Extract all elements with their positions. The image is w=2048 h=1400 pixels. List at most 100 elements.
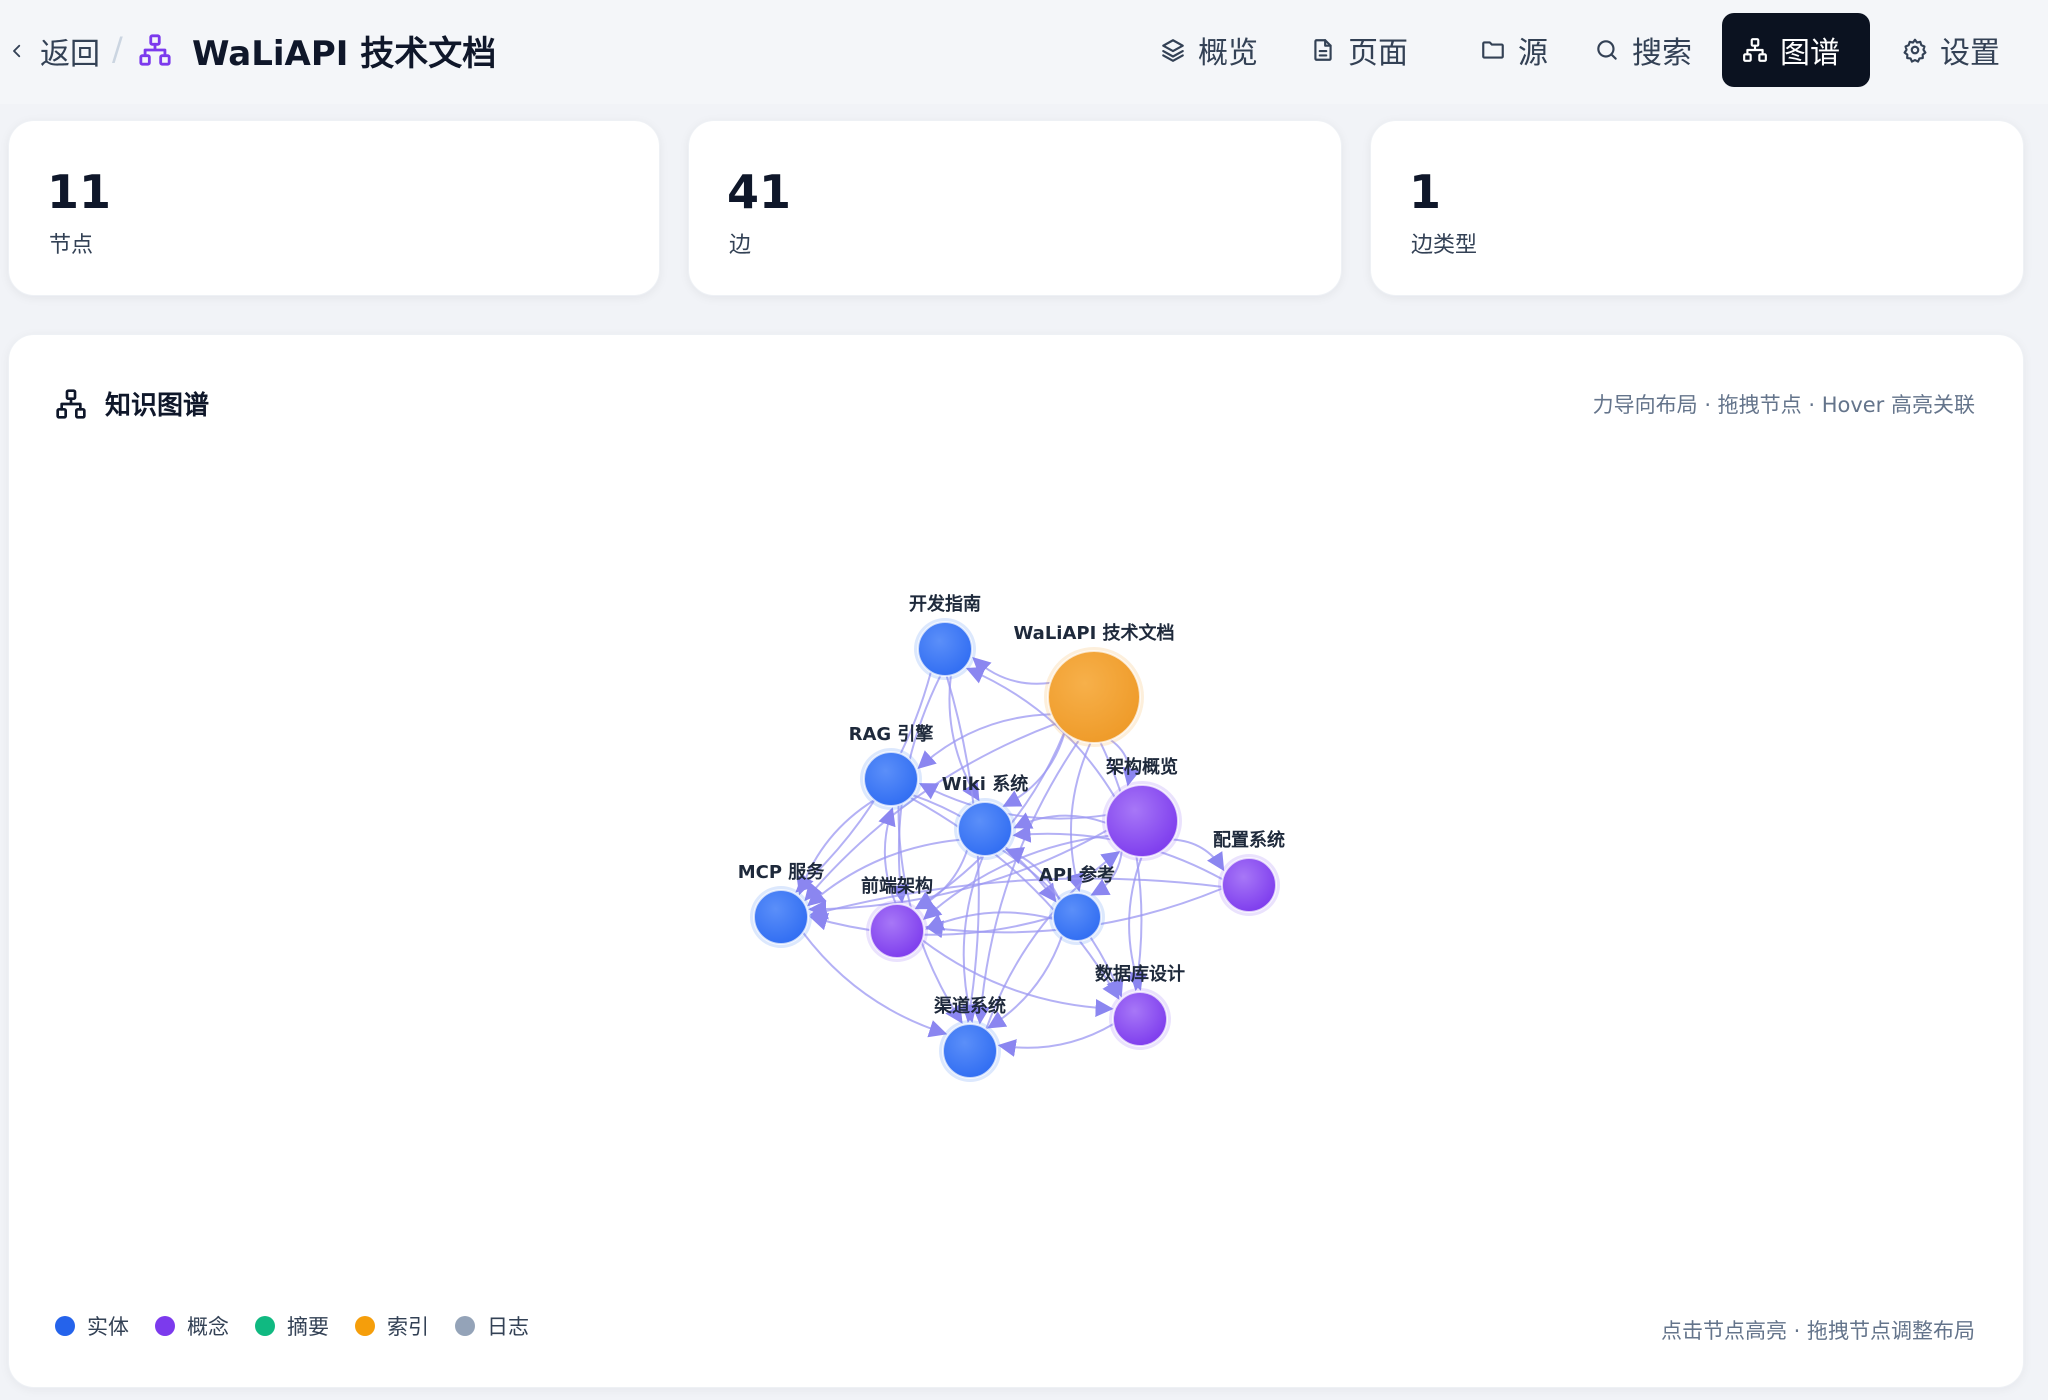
graph-edge	[972, 656, 1051, 685]
legend-item: 概念	[155, 1311, 229, 1341]
graph-node-rag[interactable]: RAG 引擎	[849, 723, 934, 810]
node-circle[interactable]	[1221, 857, 1277, 913]
node-label: 数据库设计	[1095, 963, 1185, 985]
legend-label: 日志	[487, 1315, 529, 1339]
tab-graph[interactable]: 图谱	[1722, 13, 1870, 87]
graph-edge	[1013, 812, 1107, 829]
legend-dot	[355, 1316, 375, 1336]
graph-node-jggl[interactable]: 架构概览	[1102, 756, 1182, 861]
stat-card-edges: 41 边	[688, 120, 1342, 296]
tab-sources[interactable]: 源	[1460, 13, 1568, 87]
graph-edge	[809, 877, 1223, 920]
node-label: 渠道系统	[934, 995, 1006, 1017]
graph-edge	[909, 796, 1120, 1000]
tab-graph-label: 图谱	[1780, 36, 1840, 71]
chevron-left-icon	[13, 44, 21, 58]
node-label: 配置系统	[1213, 829, 1285, 851]
top-bar: 返回 / WaLiAPI 技术文档 概览 页面 源 搜索 图谱	[0, 0, 2048, 104]
tab-search[interactable]: 搜索	[1574, 13, 1712, 87]
node-circle[interactable]	[917, 621, 973, 677]
stat-value: 11	[47, 165, 112, 219]
node-label: 前端架构	[861, 875, 933, 897]
graph-icon	[139, 34, 171, 66]
panel-header: 知识图谱	[55, 385, 209, 422]
tab-pages[interactable]: 页面	[1290, 13, 1428, 87]
graph-edge	[1090, 850, 1123, 896]
graph-edge	[997, 1023, 1114, 1057]
legend-label: 实体	[87, 1315, 129, 1339]
back-label: 返回	[40, 37, 100, 72]
legend-dot	[155, 1316, 175, 1336]
node-circle[interactable]	[863, 751, 919, 807]
stat-card-nodes: 11 节点	[8, 120, 660, 296]
graph-node-wali[interactable]: WaLiAPI 技术文档	[1013, 622, 1175, 747]
node-circle[interactable]	[1112, 991, 1168, 1047]
tab-overview[interactable]: 概览	[1140, 13, 1278, 87]
back-button[interactable]: 返回	[8, 28, 100, 74]
graph-edge	[1126, 856, 1144, 991]
node-circle[interactable]	[869, 903, 925, 959]
node-label: Wiki 系统	[942, 773, 1028, 795]
stat-card-edge-types: 1 边类型	[1370, 120, 2024, 296]
search-icon	[1597, 40, 1617, 60]
tab-overview-label: 概览	[1198, 36, 1258, 71]
node-circle[interactable]	[1105, 784, 1179, 858]
layers-icon	[1162, 39, 1184, 62]
node-label: 架构概览	[1106, 756, 1178, 778]
tab-search-label: 搜索	[1632, 36, 1692, 71]
legend-label: 摘要	[287, 1315, 329, 1339]
legend-item: 实体	[55, 1311, 129, 1341]
node-circle[interactable]	[1052, 892, 1102, 942]
file-icon	[1314, 39, 1332, 61]
node-circle[interactable]	[957, 801, 1013, 857]
legend-item: 日志	[455, 1311, 529, 1341]
graph-edge	[809, 912, 1054, 936]
graph-edge	[985, 851, 1121, 1030]
node-circle[interactable]	[942, 1023, 998, 1079]
graph-node-wiki[interactable]: Wiki 系统	[942, 773, 1028, 860]
node-label: 开发指南	[909, 593, 981, 615]
graph-edge	[878, 807, 897, 905]
gear-icon	[1903, 38, 1927, 63]
node-label: WaLiAPI 技术文档	[1013, 622, 1174, 644]
panel-hint: 力导向布局 · 拖拽节点 · Hover 高亮关联	[1592, 393, 1975, 417]
graph-edge	[1110, 739, 1141, 787]
graph-node-pzxt[interactable]: 配置系统	[1213, 829, 1285, 916]
stat-label: 边	[729, 233, 752, 258]
graph-edge	[807, 838, 961, 907]
graph-icon	[1743, 38, 1767, 62]
graph-node-qdxt[interactable]: 渠道系统	[934, 995, 1006, 1082]
tab-sources-label: 源	[1518, 36, 1548, 71]
legend-dot	[455, 1316, 475, 1336]
graph-edge	[959, 855, 985, 1023]
stat-label: 节点	[49, 233, 94, 258]
panel-footer-hint: 点击节点高亮 · 拖拽节点调整布局	[1660, 1319, 1975, 1343]
legend-label: 概念	[187, 1315, 229, 1339]
graph-node-api[interactable]: API 参考	[1039, 864, 1115, 945]
graph-node-mcp[interactable]: MCP 服务	[738, 861, 826, 948]
graph-icon	[56, 388, 86, 419]
legend-item: 索引	[355, 1311, 429, 1341]
graph-edge	[917, 713, 1052, 769]
stat-label: 边类型	[1411, 233, 1478, 258]
stat-value: 1	[1409, 165, 1442, 219]
graph-edge	[987, 935, 1063, 1029]
legend-label: 索引	[387, 1315, 429, 1339]
tab-settings-label: 设置	[1940, 36, 2000, 71]
graph-edge	[796, 799, 875, 896]
graph-node-kfzn[interactable]: 开发指南	[909, 593, 981, 680]
graph-node-sjk[interactable]: 数据库设计	[1095, 963, 1185, 1050]
graph-edge	[925, 911, 1054, 931]
tab-pages-label: 页面	[1348, 36, 1408, 71]
graph-edge	[1004, 847, 1061, 901]
node-circle[interactable]	[753, 889, 809, 945]
node-label: API 参考	[1039, 864, 1115, 886]
folder-icon	[1482, 41, 1504, 59]
legend-item: 摘要	[255, 1311, 329, 1341]
graph-edge	[965, 666, 1116, 798]
node-label: MCP 服务	[738, 861, 826, 883]
node-circle[interactable]	[1047, 650, 1141, 744]
graph-node-qdjg[interactable]: 前端架构	[861, 875, 933, 962]
tab-settings[interactable]: 设置	[1882, 13, 2020, 87]
